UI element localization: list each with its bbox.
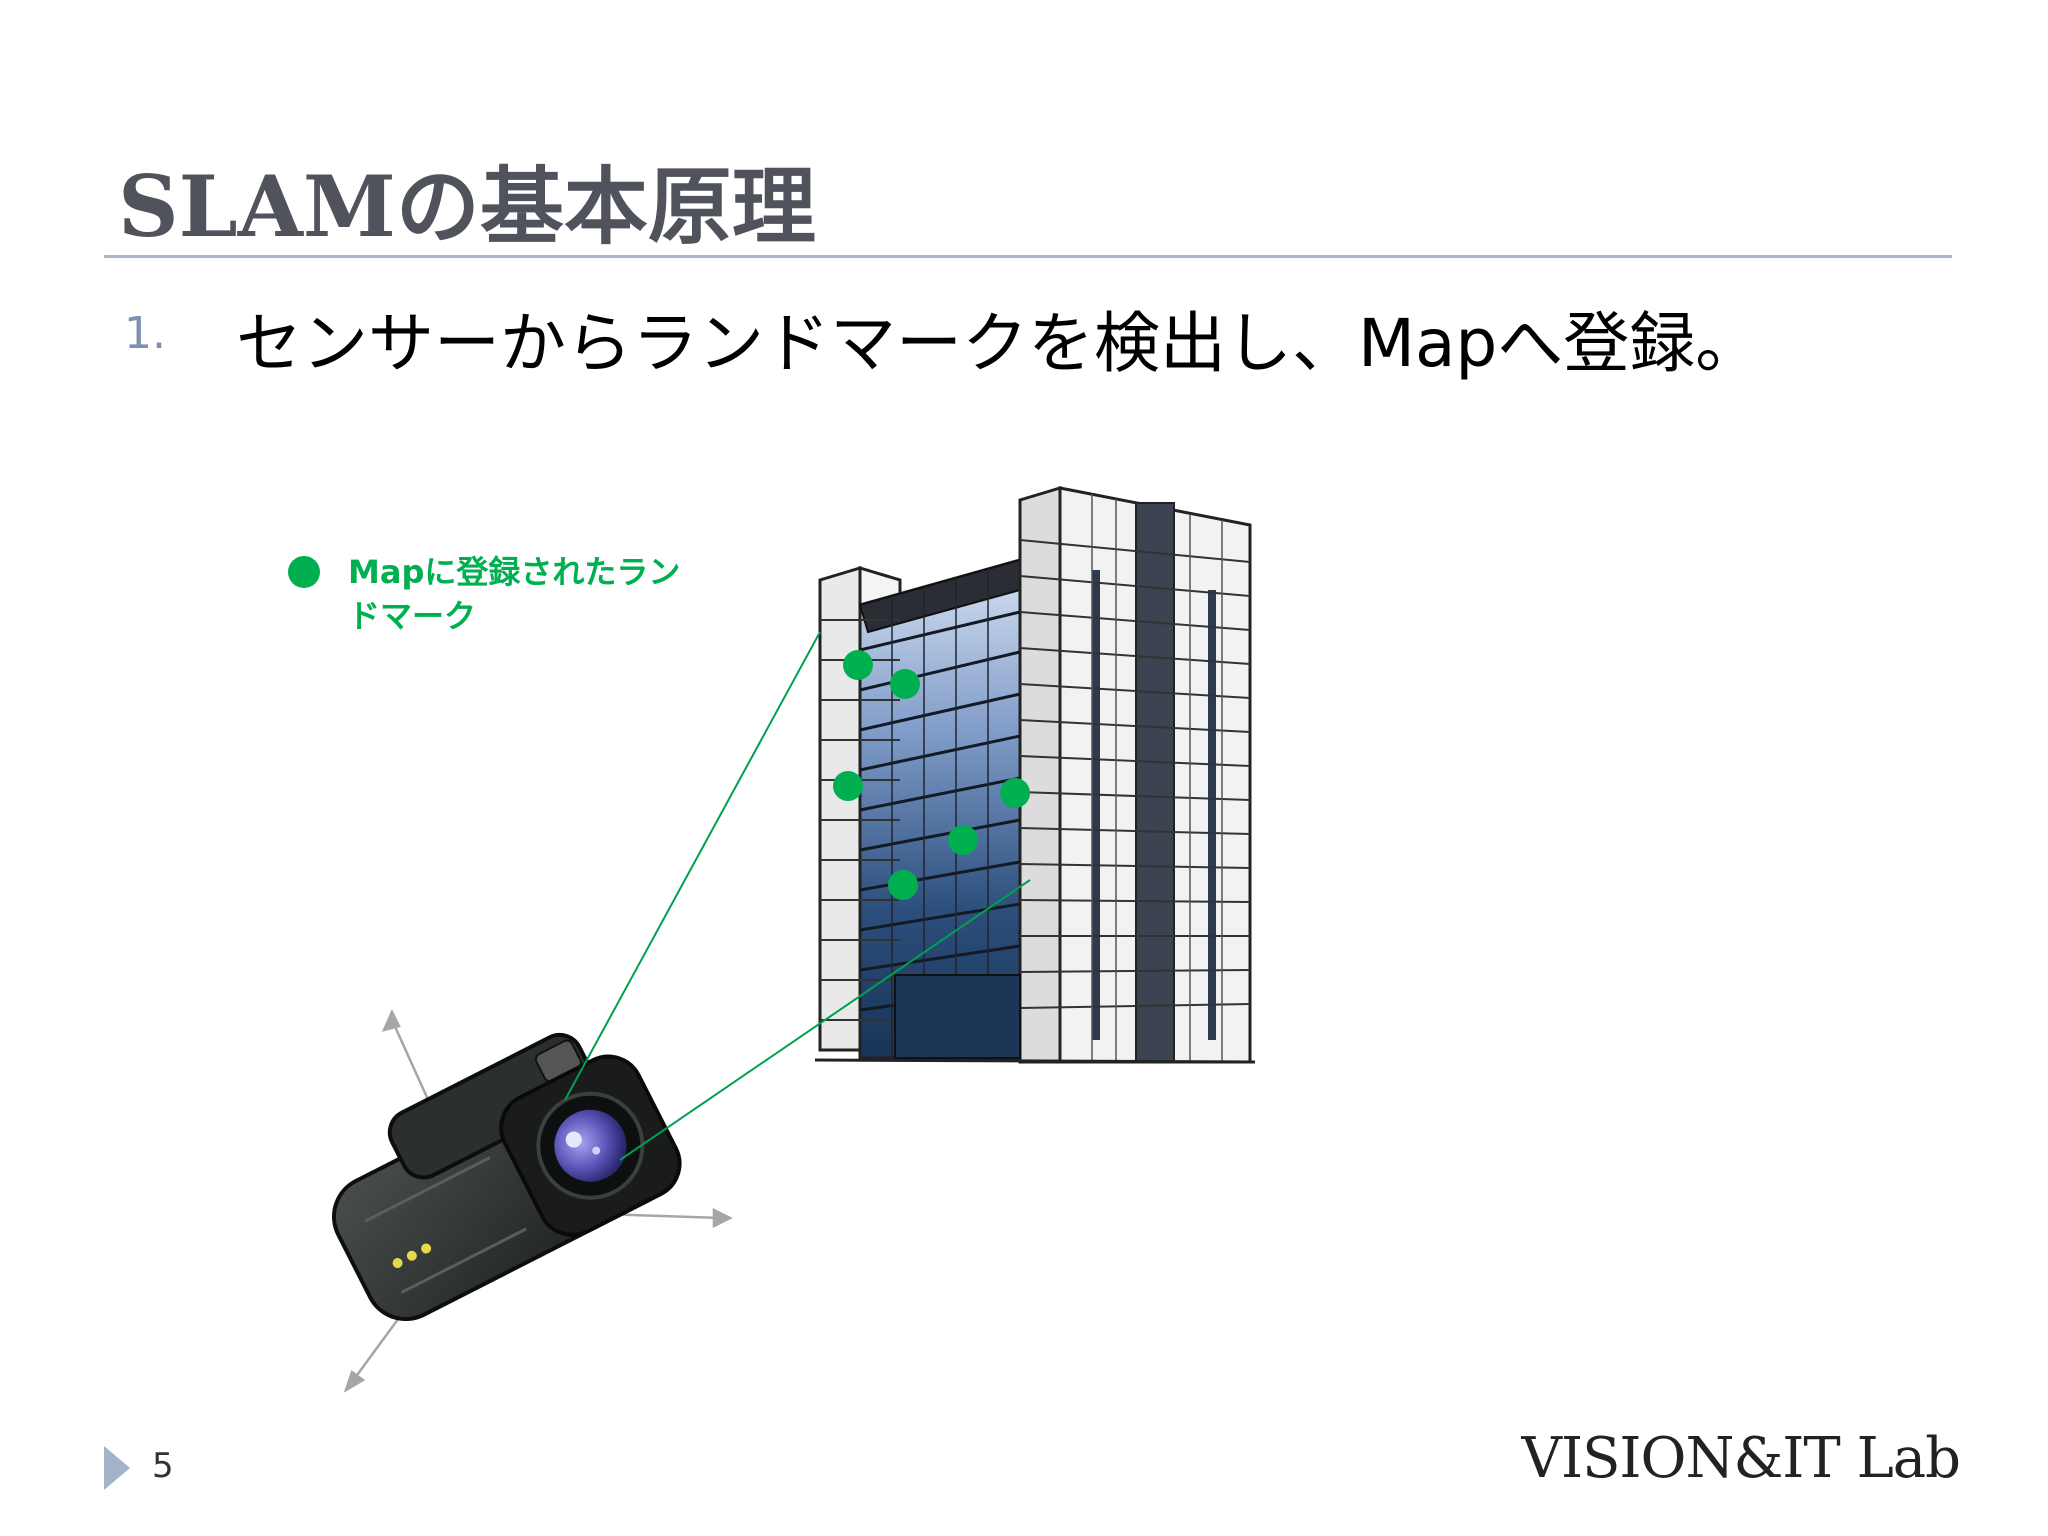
bullet-number: 1.	[124, 308, 166, 359]
footer-arrow-icon	[104, 1446, 130, 1490]
lab-logo: VISION&IT Lab	[1521, 1426, 1962, 1491]
landmark-dot-icon	[948, 825, 978, 855]
page-number: 5	[152, 1446, 174, 1486]
landmark-dot-icon	[833, 771, 863, 801]
legend-landmark-icon	[288, 556, 320, 588]
landmark-dot-icon	[843, 650, 873, 680]
slide-title: SLAMの基本原理	[118, 157, 816, 256]
landmark-dots	[833, 650, 1030, 900]
view-frustum-lines	[564, 631, 1031, 1161]
bullet-text: センサーからランドマークを検出し、Mapへ登録。	[236, 305, 1762, 382]
landmark-dot-icon	[1000, 778, 1030, 808]
legend-label: Mapに登録されたランドマーク	[348, 553, 681, 635]
title-divider	[104, 255, 1952, 258]
landmark-dot-icon	[888, 870, 918, 900]
camera-icon	[331, 1032, 682, 1322]
landmark-dot-icon	[890, 669, 920, 699]
office-building-icon	[814, 485, 1256, 1064]
